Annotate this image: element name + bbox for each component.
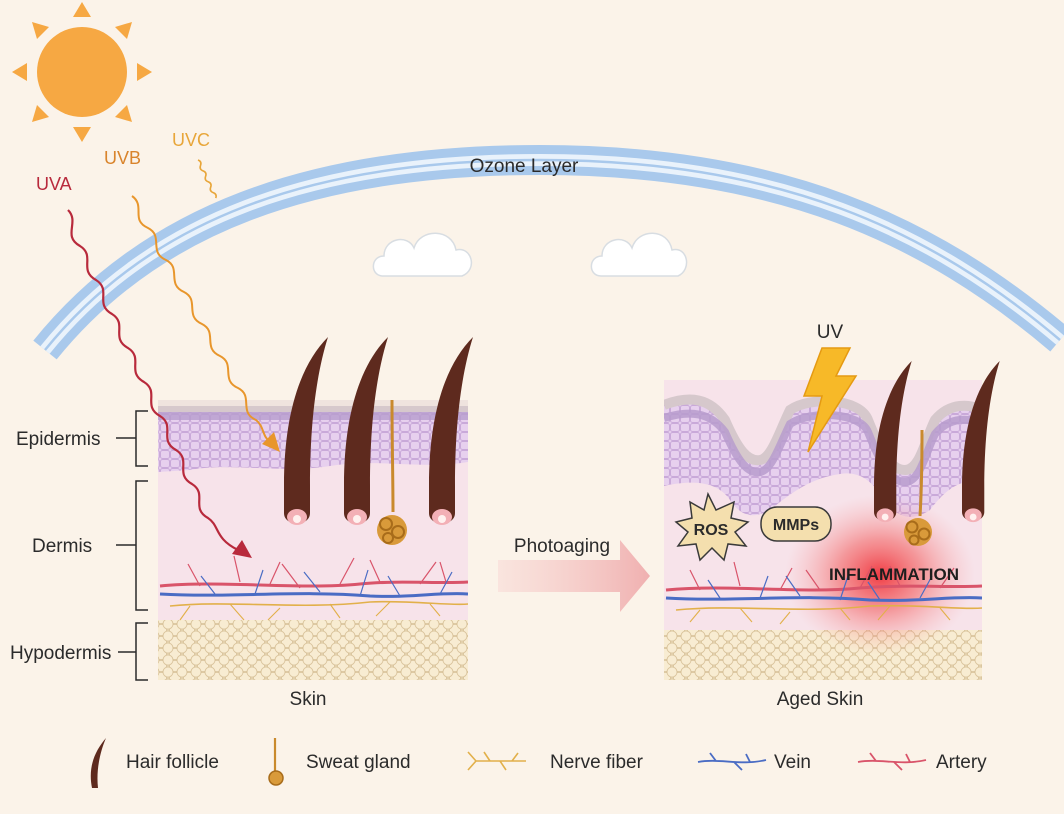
hair-follicle-icon: [90, 738, 106, 788]
mmps-badge: [760, 506, 832, 542]
mmps-label: MMPs: [773, 517, 819, 534]
uva-label: UVA: [36, 174, 72, 194]
artery-icon: [857, 752, 927, 771]
nerve-fiber-icon: [467, 751, 526, 771]
epidermis-label: Epidermis: [16, 429, 100, 450]
inflammation-label: INFLAMMATION: [829, 565, 959, 584]
uvb-label: UVB: [104, 148, 141, 168]
ros-label: ROS: [694, 522, 729, 539]
uva-arrowhead: [232, 540, 252, 558]
ozone-layer-label: Ozone Layer: [470, 156, 579, 177]
ozone-layer: [33, 144, 1064, 360]
legend-vein-label: Vein: [774, 752, 811, 773]
legend-sweat-gland-label: Sweat gland: [306, 752, 411, 773]
legend-nerve-fiber-label: Nerve fiber: [550, 752, 644, 773]
hypodermis-label: Hypodermis: [10, 643, 111, 664]
skin-label: Skin: [290, 689, 327, 710]
legend-artery-label: Artery: [936, 752, 987, 773]
legend-hair-follicle-label: Hair follicle: [126, 752, 219, 773]
ros-starburst-icon: [674, 491, 750, 562]
blood-vessels: [665, 561, 982, 625]
layer-brackets: [116, 410, 148, 681]
uv-label: UV: [817, 322, 844, 343]
dermis-label: Dermis: [32, 536, 92, 557]
uvb-arrowhead: [262, 432, 280, 452]
uvb-ray: [131, 195, 271, 443]
sun-icon: [12, 2, 152, 142]
cloud-icon: [590, 232, 688, 277]
skin-block: [158, 400, 468, 680]
uvc-label: UVC: [172, 130, 210, 150]
blood-vessels: [159, 555, 468, 621]
sweat-gland-icon: [268, 738, 284, 786]
vein-icon: [697, 752, 767, 771]
aged-skin-label: Aged Skin: [777, 689, 864, 710]
sweat-gland: [904, 429, 932, 546]
cloud-icon: [372, 232, 473, 277]
legend: Hair follicle Sweat gland Nerve fiber Ve…: [90, 738, 987, 788]
lightning-icon: [802, 347, 858, 453]
photoaging-arrow: [498, 540, 650, 612]
sweat-gland: [377, 400, 407, 545]
uvc-ray: [197, 159, 217, 199]
photoaging-label: Photoaging: [514, 536, 610, 557]
uva-ray: [67, 209, 239, 551]
